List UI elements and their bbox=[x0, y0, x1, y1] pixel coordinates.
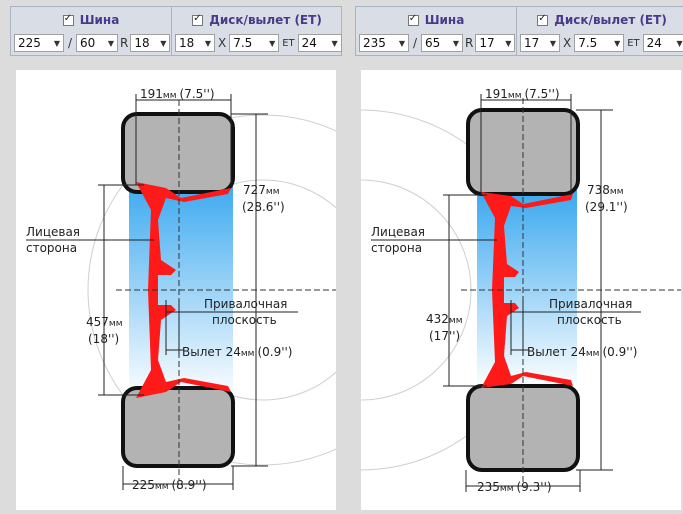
chevron-down-icon: ▼ bbox=[53, 38, 60, 48]
x-separator: X bbox=[218, 36, 227, 50]
tire-selects: 225▼ / 60▼ R 18▼ bbox=[14, 33, 171, 53]
tire-profile-select[interactable]: 60▼ bbox=[76, 34, 119, 52]
wheel-diagram: 191мм(7.5'') 727мм (28.6'') 457мм (18'')… bbox=[16, 70, 336, 510]
chevron-down-icon: ▼ bbox=[107, 38, 115, 48]
tire-diam-inch-label: (29.1'') bbox=[585, 200, 628, 214]
r-separator: R bbox=[465, 36, 474, 50]
mount-plane-label: Привалочная bbox=[549, 297, 632, 311]
tire-header[interactable]: Шина bbox=[356, 9, 516, 31]
face-side-label-2: сторона bbox=[371, 241, 422, 255]
chevron-down-icon: ▼ bbox=[549, 38, 556, 48]
slash-separator: / bbox=[68, 36, 73, 50]
disk-checkbox[interactable] bbox=[537, 13, 549, 26]
disk-header-label: Диск/вылет (ET) bbox=[554, 13, 667, 27]
tire-diam-label: 727мм bbox=[243, 183, 280, 197]
reference-circle bbox=[361, 179, 472, 401]
divider bbox=[516, 7, 517, 55]
tire-profile-select[interactable]: 65▼ bbox=[421, 34, 464, 52]
tire-width-select[interactable]: 235▼ bbox=[359, 34, 409, 52]
tire-header-label: Шина bbox=[79, 13, 120, 27]
disk-selects: 18▼ X 7.5▼ ET 24▼ bbox=[175, 33, 342, 53]
tire-checkbox[interactable] bbox=[407, 13, 419, 26]
tire-width-label: 225мм(8.9'') bbox=[132, 478, 207, 492]
chevron-down-icon: ▼ bbox=[204, 38, 211, 48]
tire-diam-inch-label: (28.6'') bbox=[242, 200, 285, 214]
tire-top bbox=[121, 112, 235, 194]
tire-checkbox[interactable] bbox=[62, 13, 74, 26]
tire-bottom bbox=[121, 386, 235, 468]
disk-header[interactable]: Диск/вылет (ET) bbox=[172, 9, 342, 31]
disk-width-select[interactable]: 7.5▼ bbox=[229, 34, 280, 52]
tire-width-label: 235мм(9.3'') bbox=[477, 480, 552, 494]
tire-header-label: Шина bbox=[424, 13, 465, 27]
chevron-down-icon: ▼ bbox=[331, 38, 338, 48]
wheel-drawing: 191мм(7.5'') 727мм (28.6'') 457мм (18'')… bbox=[26, 87, 336, 492]
divider bbox=[171, 7, 172, 55]
mount-plane-label: Привалочная bbox=[204, 297, 287, 311]
rim-width-top-label: 191мм(7.5'') bbox=[140, 87, 215, 101]
offset-label: Вылет 24мм(0.9'') bbox=[182, 345, 292, 359]
chevron-down-icon: ▼ bbox=[452, 38, 460, 48]
chevron-down-icon: ▼ bbox=[614, 38, 621, 48]
disk-checkbox[interactable] bbox=[192, 13, 204, 26]
disk-header[interactable]: Диск/вылет (ET) bbox=[517, 9, 683, 31]
rim-diam-inch-label: (18'') bbox=[88, 332, 119, 346]
tire-header[interactable]: Шина bbox=[11, 9, 171, 31]
disk-width-select[interactable]: 7.5▼ bbox=[574, 34, 625, 52]
disk-et-select[interactable]: 24▼ bbox=[642, 34, 683, 52]
offset-label: Вылет 24мм(0.9'') bbox=[527, 345, 637, 359]
rim-diam-label: 432мм bbox=[426, 312, 463, 326]
tire-radius-select[interactable]: 18▼ bbox=[130, 34, 171, 52]
disk-selects: 17▼ X 7.5▼ ET 24▼ bbox=[520, 33, 683, 53]
tire-diam-label: 738мм bbox=[587, 183, 624, 197]
disk-header-label: Диск/вылет (ET) bbox=[209, 13, 322, 27]
right-panel: Шина Диск/вылет (ET) 235▼ / 65▼ R 17▼ 17… bbox=[355, 0, 683, 514]
et-separator: ET bbox=[282, 37, 295, 49]
chevron-down-icon: ▼ bbox=[269, 38, 276, 48]
size-controls: Шина Диск/вылет (ET) 225▼ / 60▼ R 18▼ 18… bbox=[10, 6, 342, 56]
chevron-down-icon: ▼ bbox=[398, 38, 405, 48]
rim-width-top-label: 191мм(7.5'') bbox=[485, 87, 560, 101]
size-controls: Шина Диск/вылет (ET) 235▼ / 65▼ R 17▼ 17… bbox=[355, 6, 683, 56]
left-panel: Шина Диск/вылет (ET) 225▼ / 60▼ R 18▼ 18… bbox=[10, 0, 342, 514]
et-separator: ET bbox=[627, 37, 640, 49]
mount-plane-label-2: плоскость bbox=[212, 313, 277, 327]
slash-separator: / bbox=[413, 36, 418, 50]
disk-diameter-select[interactable]: 17▼ bbox=[520, 34, 560, 52]
reference-circle bbox=[87, 114, 336, 466]
x-separator: X bbox=[563, 36, 572, 50]
tire-width-select[interactable]: 225▼ bbox=[14, 34, 64, 52]
tire-selects: 235▼ / 65▼ R 17▼ bbox=[359, 33, 516, 53]
mount-plane-label-2: плоскость bbox=[557, 313, 622, 327]
chevron-down-icon: ▼ bbox=[160, 38, 167, 48]
chevron-down-icon: ▼ bbox=[505, 38, 512, 48]
face-side-label-2: сторона bbox=[26, 241, 77, 255]
face-side-label: Лицевая bbox=[371, 225, 425, 239]
chevron-down-icon: ▼ bbox=[676, 38, 683, 48]
disk-et-select[interactable]: 24▼ bbox=[297, 34, 342, 52]
wheel-diagram: 191мм(7.5'') 738мм (29.1'') 432мм (17'')… bbox=[361, 70, 681, 510]
disk-diameter-select[interactable]: 18▼ bbox=[175, 34, 215, 52]
tire-radius-select[interactable]: 17▼ bbox=[475, 34, 516, 52]
rim-profile bbox=[481, 192, 573, 388]
face-side-label: Лицевая bbox=[26, 225, 80, 239]
r-separator: R bbox=[120, 36, 129, 50]
wheel-drawing: 191мм(7.5'') 738мм (29.1'') 432мм (17'')… bbox=[361, 87, 681, 494]
rim-diam-label: 457мм bbox=[86, 315, 123, 329]
rim-diam-inch-label: (17'') bbox=[429, 329, 460, 343]
